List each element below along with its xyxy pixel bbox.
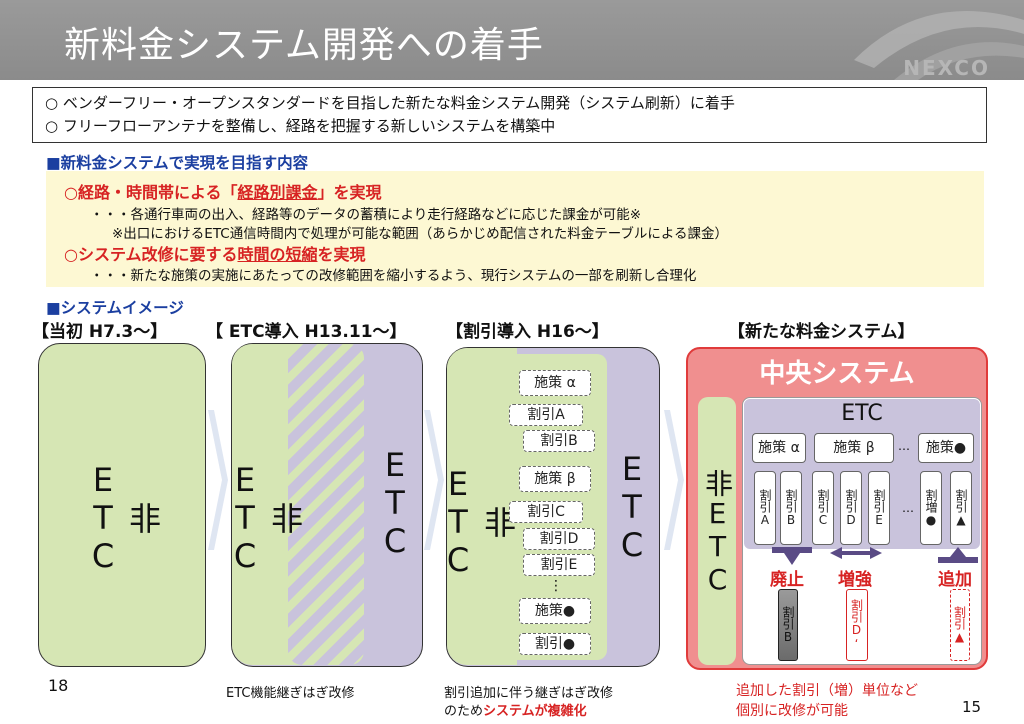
discount-x-chip: 割引● — [519, 633, 591, 655]
goal-1-post: 」を実現 — [317, 183, 382, 202]
etc-label: ETC — [841, 401, 883, 426]
down-arrow-icon — [772, 547, 812, 565]
etc-label: ETC — [613, 450, 651, 564]
goal-2-underlined: 時間の短縮 — [237, 245, 318, 264]
non-etc-label: 非ETC — [226, 461, 304, 575]
strengthen-label: 増強 — [838, 570, 872, 590]
goal-1-underlined: 経路別課金 — [237, 183, 318, 202]
goal-2-heading: ○システム改修に要する時間の短縮を実現 — [64, 241, 366, 265]
discount-e-chip: 割引E — [523, 554, 595, 576]
panel-initial-non-etc: 非ETC — [38, 343, 206, 667]
policy-alpha-chip: 施策 α — [519, 370, 591, 396]
discount-c-chip: 割引C — [509, 501, 583, 523]
add-label: 追加 — [938, 570, 972, 590]
policy-beta-chip: 施策 β — [519, 466, 591, 492]
non-etc-label: 非ETC — [701, 468, 734, 596]
added-discount-triangle: 割引▲ — [950, 589, 970, 661]
goal-1-note: ※出口におけるETC通信時間内で処理が可能な範囲（あらかじめ配信された料金テーブ… — [112, 226, 729, 242]
page-number-left: 18 — [48, 676, 69, 695]
discount-column-3: 割引C — [812, 471, 834, 545]
non-etc-label: 非ETC — [439, 465, 517, 579]
goal-2-post: を実現 — [317, 245, 366, 264]
discount-d-chip: 割引D — [523, 528, 595, 550]
goal-1-pre: ○経路・時間帯による「 — [64, 183, 238, 202]
section-heading-system-image: ■システムイメージ — [46, 299, 184, 317]
era-label-discount: 【割引導入 H16～】 — [446, 322, 609, 342]
policy-x-chip: 施策● — [519, 598, 591, 624]
era-label-initial: 【当初 H7.3～】 — [32, 322, 168, 342]
central-system-title: 中央システム — [759, 359, 915, 389]
caption-etc-patching: ETC機能継ぎはぎ改修 — [226, 686, 355, 701]
panel-etc-introduction: 非ETC ETC — [226, 343, 423, 667]
section-heading-goals: ■新料金システムで実現を目指す内容 — [46, 154, 309, 172]
vertical-ellipsis: ⋮ — [549, 578, 563, 594]
caption-discount-line-2: のためシステムが複雑化 — [444, 700, 587, 719]
nexco-logo: NEXCO — [903, 56, 990, 80]
title-bar: 新料金システム開発への着手 NEXCO — [0, 0, 1024, 80]
nexco-swoosh-graphic — [854, 11, 1024, 80]
strengthened-discount-d: 割引D‘ — [846, 589, 868, 661]
non-etc-label: 非ETC — [84, 461, 162, 575]
discount-column-4: 割引D — [840, 471, 862, 545]
up-arrow-icon — [938, 547, 978, 563]
intro-box: ○ ベンダーフリー・オープンスタンダードを目指した新たな料金システム開発（システ… — [32, 87, 987, 143]
chevron-arrow-icon — [424, 410, 444, 550]
panel-discount-introduction: 非ETC ETC 施策 α 割引A 割引B 施策 β 割引C 割引D 割引E ⋮… — [439, 347, 660, 667]
era-label-new-system: 【新たな料金システム】 — [728, 322, 915, 342]
caption-new-line-2: 個別に改修が可能 — [736, 703, 848, 719]
page-number: 15 — [962, 698, 982, 716]
policy-beta-chip: 施策 β — [814, 433, 894, 463]
era-label-etc: 【 ETC導入 H13.11～】 — [206, 322, 407, 342]
patched-stripe-area — [288, 344, 364, 665]
discount-column-2: 割引B — [780, 471, 802, 545]
intro-line-2: ○ フリーフローアンテナを整備し、経路を把握する新しいシステムを構築中 — [45, 117, 556, 135]
discount-a-chip: 割引A — [509, 404, 583, 426]
caption-discount-pre: のため — [444, 704, 484, 719]
page-title: 新料金システム開発への着手 — [64, 25, 544, 66]
abolish-label: 廃止 — [770, 570, 804, 590]
policy-x-chip: 施策● — [918, 433, 974, 463]
non-etc-column: 非ETC — [698, 397, 736, 665]
discount-b-chip: 割引B — [523, 430, 595, 452]
intro-line-1: ○ ベンダーフリー・オープンスタンダードを目指した新たな料金システム開発（システ… — [45, 94, 735, 112]
goals-box: ○経路・時間帯による「経路別課金」を実現 ・・・各通行車両の出入、経路等のデータ… — [46, 171, 984, 287]
goal-2-description: ・・・新たな施策の実施にあたっての改修範囲を縮小するよう、現行システムの一部を刷… — [90, 268, 697, 284]
abolished-discount-b: 割引B — [778, 589, 798, 661]
horizontal-ellipsis: … — [898, 439, 910, 453]
discount-column-7: 割引▲ — [950, 471, 972, 545]
discount-column-1: 割引A — [754, 471, 776, 545]
double-arrow-icon — [830, 547, 882, 559]
goal-2-pre: ○システム改修に要する — [64, 245, 238, 264]
caption-discount-line-1: 割引追加に伴う継ぎはぎ改修 — [444, 686, 614, 701]
chevron-arrow-icon — [208, 410, 228, 550]
caption-discount-red: システムが複雑化 — [483, 704, 587, 719]
column-ellipsis: … — [902, 501, 914, 515]
policy-alpha-chip: 施策 α — [752, 433, 806, 463]
goal-1-heading: ○経路・時間帯による「経路別課金」を実現 — [64, 179, 382, 203]
discount-column-5: 割引E — [868, 471, 890, 545]
chevron-arrow-icon — [664, 410, 684, 550]
etc-label: ETC — [376, 446, 414, 560]
discount-column-6: 割増● — [920, 471, 942, 545]
caption-new-line-1: 追加した割引（増）単位など — [736, 683, 918, 699]
goal-1-description: ・・・各通行車両の出入、経路等のデータの蓄積により走行経路などに応じた課金が可能… — [90, 207, 642, 223]
